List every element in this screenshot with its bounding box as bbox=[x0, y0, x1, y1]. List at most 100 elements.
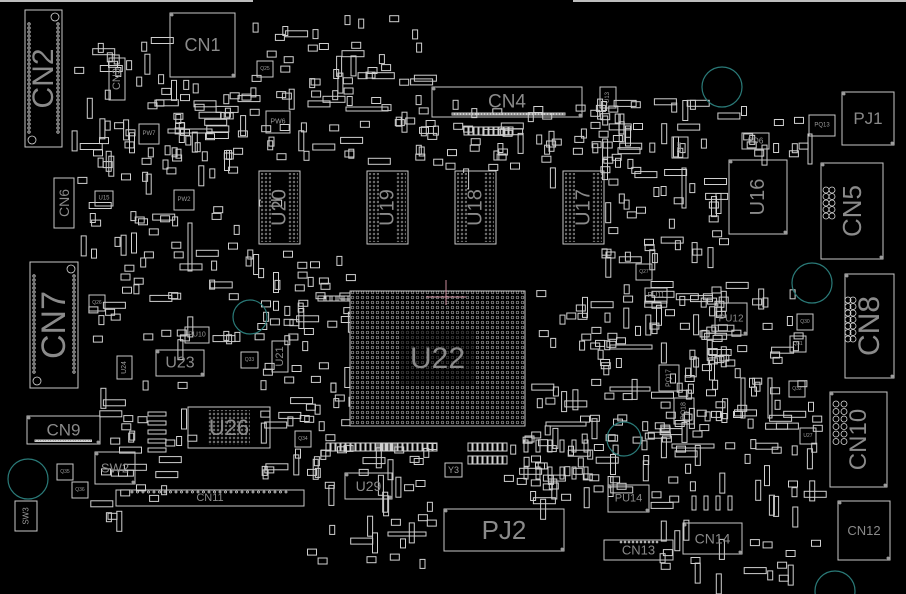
passive-pad bbox=[340, 316, 351, 323]
component-u18[interactable]: U18 bbox=[454, 170, 497, 245]
component-cn10[interactable]: CN10 bbox=[829, 391, 888, 488]
component-u24[interactable]: U24 bbox=[116, 355, 133, 380]
component-cn11[interactable]: CN11 bbox=[115, 489, 305, 507]
component-pw8[interactable]: PW8 bbox=[671, 136, 689, 159]
component-cn13[interactable]: CN13 bbox=[603, 539, 674, 561]
component-q34[interactable]: Q34 bbox=[294, 430, 312, 448]
passive-pad bbox=[452, 99, 459, 110]
component-q25[interactable]: Q25 bbox=[256, 60, 274, 78]
passive-pad bbox=[725, 442, 736, 450]
passive-pad bbox=[722, 398, 729, 420]
component-pu12[interactable]: PU12 bbox=[714, 302, 748, 336]
component-u21[interactable]: U21 bbox=[271, 340, 289, 373]
component-u20[interactable]: U20 bbox=[258, 170, 301, 245]
passive-pad bbox=[593, 444, 604, 451]
passive-pad bbox=[524, 435, 535, 443]
component-cn4[interactable]: CN4 bbox=[431, 86, 583, 118]
passive-pad bbox=[660, 342, 667, 364]
component-pq18[interactable]: PQ18 bbox=[673, 397, 695, 425]
component-pj1[interactable]: PJ1 bbox=[841, 91, 895, 146]
passive-pad bbox=[691, 495, 697, 511]
passive-pad bbox=[99, 410, 123, 418]
component-cn1[interactable]: CN1 bbox=[169, 12, 236, 78]
passive-pad bbox=[121, 173, 131, 181]
mounting-hole bbox=[606, 421, 642, 457]
passive-pad bbox=[661, 123, 668, 145]
component-pq13[interactable]: PQ13 bbox=[808, 114, 836, 137]
component-pj2[interactable]: PJ2 bbox=[443, 508, 565, 552]
passive-pad bbox=[279, 124, 290, 131]
passive-pad bbox=[427, 442, 433, 452]
component-y3[interactable]: Y3 bbox=[444, 462, 463, 478]
component-sw2[interactable]: SW2 bbox=[94, 451, 136, 485]
component-cn2[interactable]: CN2 bbox=[24, 9, 63, 148]
component-sw3[interactable]: SW3 bbox=[14, 500, 38, 532]
passive-pad bbox=[314, 404, 321, 415]
component-pu10[interactable]: PU10 bbox=[184, 326, 210, 344]
component-pd6[interactable]: PD6 bbox=[741, 132, 770, 150]
component-cn3[interactable]: CN3 bbox=[108, 57, 126, 101]
passive-pad bbox=[704, 178, 727, 185]
component-pu11[interactable]: PU11 bbox=[644, 287, 668, 304]
passive-pad bbox=[105, 308, 116, 316]
passive-pad bbox=[332, 90, 339, 101]
component-u15[interactable]: U15 bbox=[94, 190, 114, 207]
component-cn6[interactable]: CN6 bbox=[53, 177, 75, 229]
component-u13[interactable]: U13 bbox=[599, 86, 617, 109]
component-q36[interactable]: Q36 bbox=[71, 481, 89, 499]
component-cn8[interactable]: CN8 bbox=[844, 273, 895, 379]
passive-pad bbox=[808, 401, 814, 412]
passive-pad bbox=[545, 397, 556, 405]
passive-pad bbox=[548, 130, 555, 152]
passive-pad bbox=[493, 150, 500, 161]
passive-pad bbox=[273, 272, 279, 293]
component-q26[interactable]: Q26 bbox=[88, 294, 106, 312]
passive-pad bbox=[536, 398, 543, 409]
passive-pad bbox=[593, 485, 604, 493]
component-q31[interactable]: Q31 bbox=[789, 335, 807, 353]
component-cn14[interactable]: CN14 bbox=[682, 522, 743, 555]
passive-pad bbox=[145, 173, 152, 195]
component-pw7[interactable]: PW7 bbox=[138, 123, 160, 145]
component-pw6[interactable]: PW6 bbox=[265, 110, 291, 134]
passive-pad bbox=[198, 165, 205, 187]
passive-pad bbox=[77, 176, 88, 184]
component-q32[interactable]: Q32 bbox=[788, 380, 806, 398]
component-cn12[interactable]: CN12 bbox=[837, 500, 891, 561]
component-u29[interactable]: U29 bbox=[344, 472, 393, 500]
passive-pad bbox=[720, 346, 727, 368]
passive-pad bbox=[318, 277, 329, 285]
component-q35[interactable]: Q35 bbox=[56, 463, 74, 481]
passive-pad bbox=[715, 495, 721, 511]
component-u22[interactable]: U22 bbox=[349, 290, 526, 427]
component-q30[interactable]: Q30 bbox=[796, 313, 814, 331]
component-u26[interactable]: U26 bbox=[187, 406, 271, 449]
passive-pad bbox=[329, 124, 340, 132]
component-cn5[interactable]: CN5 bbox=[820, 162, 884, 260]
passive-pad bbox=[147, 420, 167, 426]
component-u23[interactable]: U23 bbox=[155, 349, 205, 377]
component-u27[interactable]: U27 bbox=[799, 427, 817, 445]
passive-pad bbox=[413, 74, 437, 82]
component-cn7[interactable]: CN7 bbox=[29, 261, 79, 389]
passive-pad bbox=[700, 138, 707, 149]
component-u16[interactable]: U16 bbox=[728, 159, 788, 235]
passive-pad bbox=[415, 153, 426, 161]
component-u19[interactable]: U19 bbox=[366, 170, 409, 245]
component-cn9[interactable]: CN9 bbox=[26, 415, 101, 445]
component-q27[interactable]: Q27 bbox=[635, 263, 653, 281]
component-label: PW7 bbox=[142, 131, 156, 137]
component-pq17[interactable]: PQ17 bbox=[658, 364, 680, 392]
passive-pad bbox=[786, 316, 793, 326]
component-q33[interactable]: Q33 bbox=[240, 351, 259, 369]
passive-pad bbox=[240, 115, 247, 137]
component-pw2[interactable]: PW2 bbox=[173, 189, 195, 211]
passive-pad bbox=[665, 411, 676, 419]
passive-pad bbox=[412, 29, 419, 40]
passive-pad bbox=[365, 71, 376, 79]
component-u17[interactable]: U17 bbox=[562, 170, 605, 245]
component-pu14[interactable]: PU14 bbox=[607, 484, 650, 513]
component-label: CN1 bbox=[184, 35, 220, 55]
passive-pad bbox=[707, 357, 718, 365]
